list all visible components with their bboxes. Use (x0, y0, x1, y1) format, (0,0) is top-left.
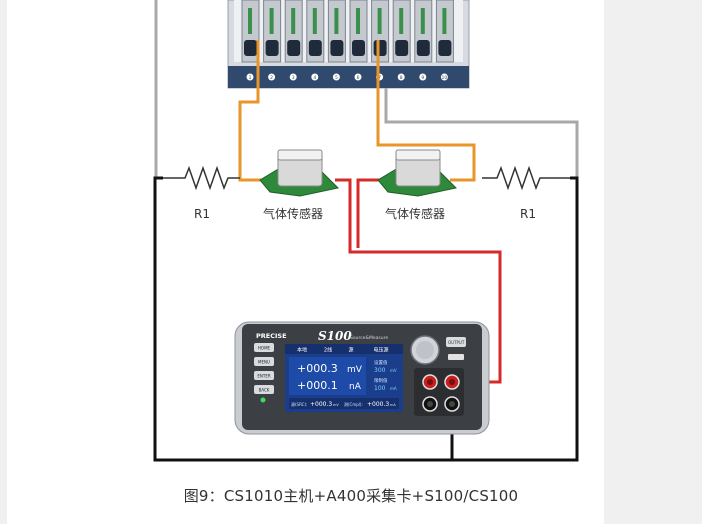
terminal-block (414, 368, 464, 416)
side-button-enter[interactable] (254, 371, 274, 380)
slot-number: 5 (335, 75, 338, 81)
chassis-card-connector (395, 40, 409, 56)
screen-tab[interactable]: 电压源 (373, 347, 388, 354)
chassis-card-indicator (269, 8, 274, 34)
chassis-card-connector (438, 40, 452, 56)
current-reading: +000.1 (297, 379, 338, 392)
side-button-label: ENTER (257, 373, 270, 378)
red-wire-outer (335, 178, 502, 384)
bottom-left-label: 源(SRC): (291, 401, 307, 407)
instrument-model: S100 (318, 329, 352, 343)
resistor-right (482, 165, 570, 191)
setting1-unit: mV (390, 368, 397, 373)
setting2-label: 限制值 (374, 377, 388, 384)
slot-number-badge (354, 73, 362, 81)
gas-sensor-right (377, 149, 458, 197)
gas-sensor-left-label: 气体传感器 (263, 206, 323, 221)
side-button-label: BACK (259, 387, 270, 392)
chassis-card-connector (244, 40, 257, 56)
slot-number-badge (397, 73, 405, 81)
bottom-left-value: +000.3 (310, 401, 332, 408)
side-button-menu[interactable] (254, 357, 274, 366)
setting2-unit: mA (390, 386, 397, 391)
slot-number: 6 (357, 75, 360, 81)
slot-number: 7 (378, 75, 381, 81)
slot-number-badge (289, 73, 297, 81)
voltage-unit: mV (347, 365, 363, 375)
gas-sensor-right-label: 气体传感器 (385, 206, 445, 221)
orange-wire-left (238, 40, 263, 182)
instrument-brand: PRECISE (256, 332, 287, 340)
power-indicator (260, 397, 266, 403)
slot-number-badge (311, 73, 319, 81)
slot-number: 3 (292, 75, 295, 81)
instrument-side-buttons: HOME MENU ENTER BACK (254, 343, 274, 394)
black-wire-left (153, 176, 454, 462)
resistor-left (163, 165, 240, 191)
resistor-right-label: R1 (520, 207, 536, 221)
slot-number: 9 (421, 75, 424, 81)
side-button-home[interactable] (254, 343, 274, 352)
output-button-label: OUTPUT (448, 340, 465, 345)
setting1-label: 设置值 (374, 359, 388, 366)
chassis-card-indicator (399, 8, 404, 34)
slot-number: 8 (400, 75, 403, 81)
chassis-slot-numbers: 1 2 3 4 5 6 7 8 9 10 (246, 73, 448, 81)
resistor-left-label: R1 (194, 207, 210, 221)
chassis-card-indicator (356, 8, 360, 34)
instrument-screen-tabs: 本地 2线 源 电压源 (297, 347, 389, 354)
chassis-card-indicator (291, 8, 296, 34)
current-unit: nA (349, 382, 362, 392)
gas-sensor-left (259, 149, 340, 197)
black-wire-right (452, 176, 579, 462)
chassis-card-indicator (442, 8, 447, 34)
chassis-card-connector (287, 40, 301, 56)
setting1-value: 300 (374, 367, 386, 374)
chassis-card-slots (241, 0, 454, 63)
bottom-right-unit: mA (390, 403, 396, 407)
chassis-card-connector (352, 40, 365, 56)
bottom-right-value: +000.3 (367, 401, 389, 408)
red-wire-inner (356, 178, 382, 248)
chassis-card-indicator (248, 8, 252, 34)
slot-number: 2 (270, 75, 273, 81)
side-button-label: MENU (258, 359, 270, 364)
chassis-card-connector (373, 40, 387, 56)
slot-number-badge (268, 73, 276, 81)
chassis-main-unit: 1 2 3 4 5 6 7 8 9 10 (227, 0, 470, 89)
chassis-card-indicator (334, 8, 339, 34)
chassis-card-connector (308, 40, 322, 56)
side-button-back[interactable] (254, 385, 274, 394)
chassis-card-connector (265, 40, 279, 56)
slot-number: 10 (442, 75, 448, 81)
bottom-left-unit: mV (333, 403, 339, 407)
gray-wire-left (154, 0, 163, 180)
bottom-right-label: 测(Cmpl): (344, 401, 363, 407)
voltage-reading: +000.3 (297, 362, 338, 375)
chassis-card-indicator (420, 8, 425, 34)
figure-caption: 图9：CS1010主机+A400采集卡+S100/CS100 (183, 487, 519, 505)
instrument-model-subtitle: Source&Measure (350, 335, 388, 341)
screen-tab[interactable]: 源 (348, 347, 353, 354)
side-button-label: HOME (258, 345, 271, 350)
slot-number: 4 (313, 75, 316, 81)
slot-number: 1 (249, 75, 252, 81)
slot-number-badge (419, 73, 427, 81)
orange-wire-right (376, 40, 476, 182)
chassis-card-indicator (312, 8, 317, 34)
s100-instrument: PRECISE S100 Source&Measure HOME MENU ENTE… (234, 321, 490, 435)
output-button[interactable] (446, 337, 466, 347)
chassis-card-connector (330, 40, 344, 56)
slot-number-badge (440, 73, 448, 81)
chassis-card-indicator (377, 8, 382, 34)
slot-number-badge (332, 73, 340, 81)
slot-number-badge (246, 73, 254, 81)
chassis-card-connector (416, 40, 430, 56)
screen-tab[interactable]: 本地 (297, 347, 307, 354)
screen-tab[interactable]: 2线 (324, 347, 332, 354)
setting2-value: 100 (374, 385, 386, 392)
